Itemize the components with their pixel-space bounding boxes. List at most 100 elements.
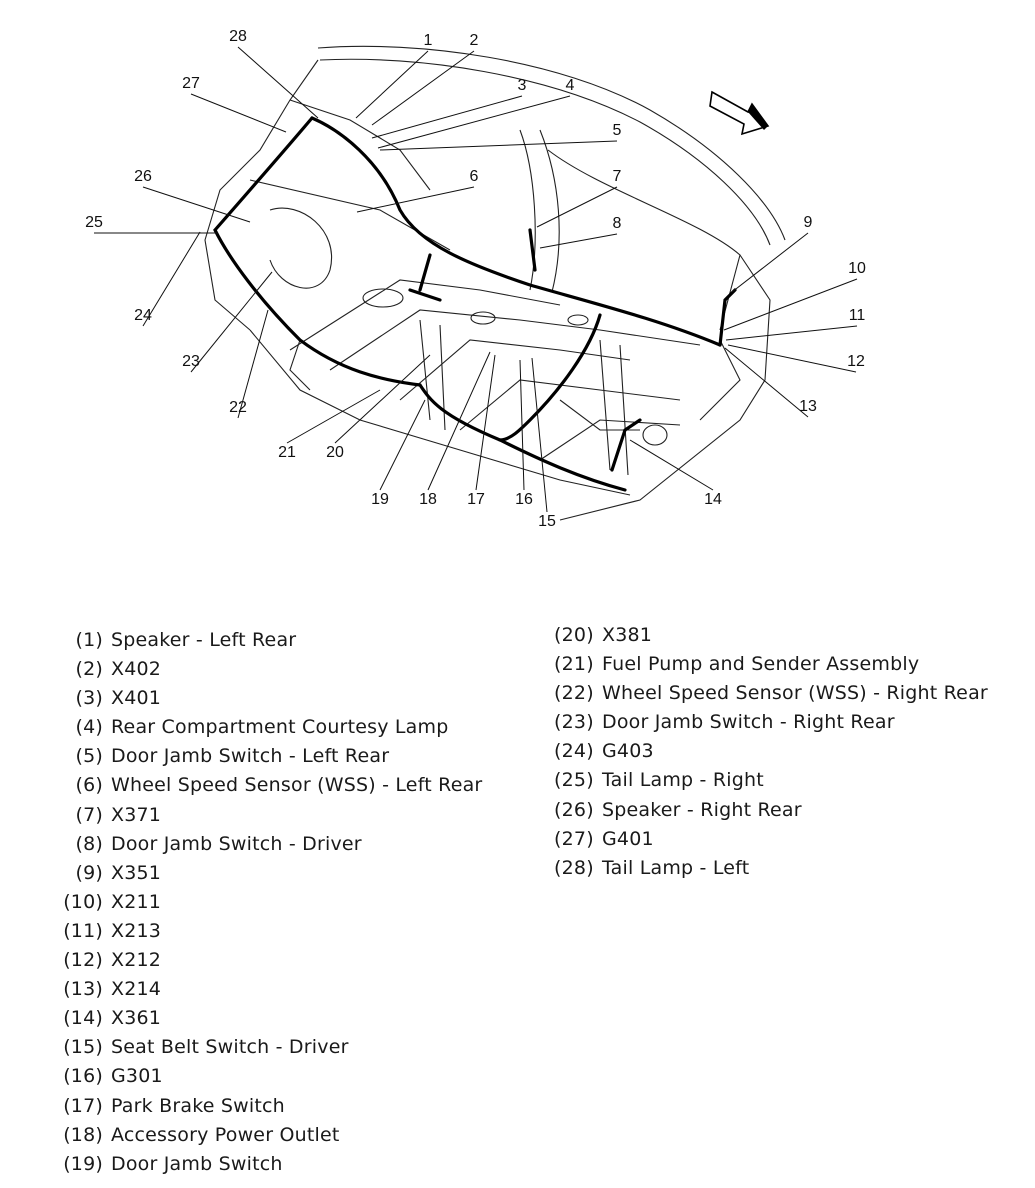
callout-number: 2	[470, 32, 479, 49]
leader-line-4	[377, 95, 571, 149]
legend-item-number: (14)	[63, 1007, 103, 1030]
legend-item: (13) X214	[63, 975, 482, 1004]
legend-item: (26)Speaker - Right Rear	[554, 796, 988, 825]
callout-number: 21	[278, 444, 296, 461]
legend-item: (8)Door Jamb Switch - Driver	[63, 830, 482, 859]
callout-number: 27	[182, 75, 200, 92]
legend-item-label: X361	[111, 1007, 162, 1030]
legend-item-label: Speaker - Right Rear	[602, 798, 802, 821]
legend-right-column: (20)X381 (21) Fuel Pump and Sender Assembl…	[554, 621, 988, 883]
legend-item-label: X213	[111, 919, 162, 942]
callout-number: 17	[467, 491, 485, 508]
callout-number: 20	[326, 444, 344, 461]
leader-line-2	[371, 50, 475, 126]
legend-item: (1) Speaker - Left Rear	[63, 626, 482, 655]
legend-item-label: Tail Lamp - Left	[602, 856, 750, 879]
legend-item-number: (12)	[63, 949, 103, 972]
legend-item-number: (10)	[63, 890, 103, 913]
legend-item: (3)X401	[63, 684, 482, 713]
legend-item: (15)Seat Belt Switch - Driver	[63, 1033, 482, 1062]
legend-item-label: Tail Lamp - Right	[602, 769, 764, 792]
legend-item-number: (22)	[554, 682, 594, 705]
callout-number: 26	[134, 168, 152, 185]
legend-item-number: (7)	[75, 803, 103, 826]
callout-number: 11	[849, 307, 866, 324]
legend-item-number: (1)	[75, 629, 103, 651]
legend-item-number: (16)	[63, 1065, 103, 1088]
legend-item-label: Door Jamb Switch - Driver	[111, 832, 362, 855]
callout-number: 28	[229, 28, 247, 45]
legend-item: (10) X211	[63, 888, 482, 917]
callout-number: 15	[538, 513, 556, 530]
callout-leader-lines	[94, 46, 858, 513]
legend-item-label: Rear Compartment Courtesy Lamp	[111, 716, 449, 739]
leader-line-20	[334, 354, 431, 444]
leader-line-1	[355, 50, 429, 119]
legend-item-number: (25)	[554, 769, 594, 792]
legend-item-number: (11)	[63, 919, 103, 942]
leader-line-3	[371, 95, 523, 139]
callout-number: 23	[182, 353, 200, 370]
leader-line-10	[723, 278, 858, 331]
callout-number: 25	[85, 214, 103, 231]
legend-item: (24)G403	[554, 737, 988, 766]
legend-item-label: X371	[111, 803, 162, 826]
legend-item: (14) X361	[63, 1004, 482, 1033]
leader-line-23	[190, 271, 273, 373]
legend-item: (4) Rear Compartment Courtesy Lamp	[63, 713, 482, 742]
legend-item-label: X402	[111, 658, 162, 681]
leader-line-9	[731, 232, 809, 293]
leader-line-7	[536, 186, 618, 228]
legend-item: (17)Park Brake Switch	[63, 1092, 482, 1121]
front-direction-arrow-icon	[709, 90, 770, 136]
legend-item: (12)X212	[63, 946, 482, 975]
leader-line-26	[142, 186, 251, 223]
leader-line-6	[356, 186, 475, 213]
legend-item-number: (17)	[63, 1094, 103, 1117]
leader-line-5	[379, 140, 618, 151]
callout-number: 10	[848, 260, 866, 277]
legend-item-number: (18)	[63, 1123, 103, 1146]
legend-item-number: (4)	[75, 716, 103, 739]
legend-item: (25) Tail Lamp - Right	[554, 766, 988, 795]
callout-number: 13	[799, 398, 817, 415]
legend-item-label: Speaker - Left Rear	[111, 629, 297, 651]
legend-item-number: (28)	[554, 856, 594, 879]
legend-item-number: (24)	[554, 740, 594, 763]
legend-item-label: Fuel Pump and Sender Assembly	[602, 653, 920, 676]
leader-line-22	[237, 309, 269, 419]
legend-item-label: X214	[111, 978, 162, 1001]
legend-item-number: (27)	[554, 827, 594, 850]
leader-line-12	[727, 344, 857, 373]
legend-item-number: (5)	[75, 745, 103, 768]
legend-item: (7) X371	[63, 801, 482, 830]
legend-item-number: (21)	[554, 653, 594, 676]
legend-item: (21) Fuel Pump and Sender Assembly	[554, 650, 988, 679]
legend-item: (20)X381	[554, 621, 988, 650]
legend-item-number: (2)	[75, 658, 103, 681]
wiring-harness	[213, 116, 737, 492]
callout-number: 14	[704, 491, 722, 508]
callout-number: 8	[613, 215, 622, 232]
legend-item-label: Seat Belt Switch - Driver	[111, 1036, 349, 1059]
legend-item-label: Door Jamb Switch	[111, 1152, 283, 1175]
legend-item: (9)X351	[63, 859, 482, 888]
callout-number: 6	[470, 168, 479, 185]
callout-number: 3	[518, 77, 527, 94]
legend-item-number: (13)	[63, 978, 103, 1001]
legend-item-number: (6)	[75, 774, 103, 797]
callout-number: 1	[424, 32, 433, 49]
legend-item-label: G401	[602, 827, 654, 850]
leader-line-13	[724, 347, 809, 418]
callout-number: 5	[613, 122, 622, 139]
legend-item-number: (3)	[75, 687, 103, 710]
callout-number: 4	[566, 77, 575, 94]
callout-number: 24	[134, 307, 152, 324]
legend-item-label: X211	[111, 890, 162, 913]
legend-item-label: X351	[111, 861, 162, 884]
legend-left-column: (1) Speaker - Left Rear (2) X402 (3)X401 (4) R…	[63, 626, 482, 1179]
legend-item-number: (19)	[63, 1152, 103, 1175]
legend-item: (18)Accessory Power Outlet	[63, 1121, 482, 1150]
